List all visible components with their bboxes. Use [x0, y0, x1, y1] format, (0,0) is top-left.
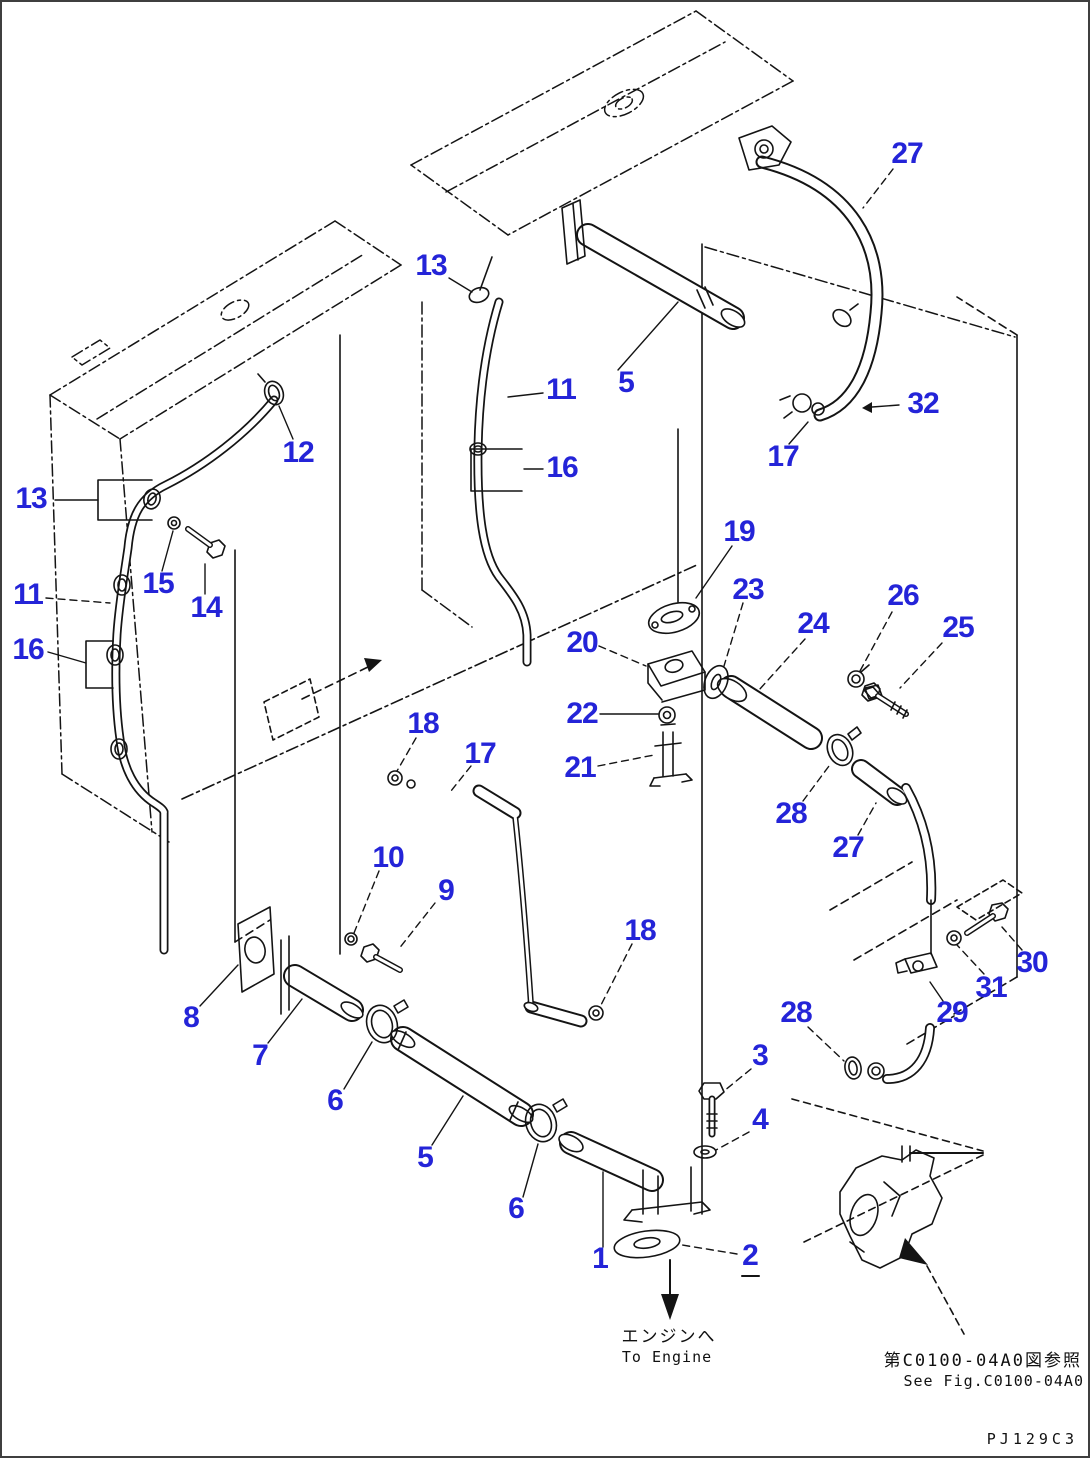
part-callout-16: 16: [546, 451, 578, 484]
elbow-pipe-assembly: [613, 1166, 711, 1320]
part-callout-20: 20: [566, 626, 598, 659]
part-callout-3: 3: [752, 1039, 769, 1072]
part-callout-24: 24: [797, 607, 829, 640]
rear-radiator-outline: [49, 220, 402, 843]
part-callout-14: 14: [190, 591, 222, 624]
part-callout-15: 15: [142, 567, 174, 600]
part-callout-23: 23: [732, 573, 764, 606]
part-callout-25: 25: [942, 611, 974, 644]
leader-lines: [45, 168, 1023, 1277]
core-panel-edges: [181, 243, 1023, 1215]
part-callout-31: 31: [975, 971, 1007, 1004]
part-callout-27: 27: [891, 137, 923, 170]
part-callout-32: 32: [907, 387, 939, 420]
part-callout-13: 13: [15, 482, 47, 515]
part-callout-12: 12: [282, 436, 314, 469]
tube-end-caps: [340, 286, 908, 1153]
part-callout-16: 16: [12, 633, 44, 666]
part-callout-6: 6: [508, 1192, 525, 1225]
part-callout-30: 30: [1016, 946, 1048, 979]
part-callout-28: 28: [780, 996, 812, 1029]
part-callout-6: 6: [327, 1084, 344, 1117]
part-callout-21: 21: [564, 751, 596, 784]
part-callout-17: 17: [767, 440, 799, 473]
engine-housing: [791, 1098, 984, 1335]
part-callout-13: 13: [415, 249, 447, 282]
fasteners: [167, 393, 1009, 1159]
part-callout-11: 11: [546, 373, 577, 406]
part-callout-2: 2: [742, 1239, 759, 1272]
part-callout-18: 18: [624, 914, 656, 947]
part-callout-7: 7: [252, 1039, 269, 1072]
see-fig-label-en: See Fig.C0100-04A0: [903, 1372, 1084, 1390]
part-callout-29: 29: [936, 996, 968, 1029]
part-callout-8: 8: [183, 1001, 200, 1034]
part-callout-17: 17: [464, 737, 496, 770]
part-callout-5: 5: [618, 366, 635, 399]
part-callout-5: 5: [417, 1141, 434, 1174]
part-callout-22: 22: [566, 697, 598, 730]
part-callout-11: 11: [13, 578, 44, 611]
part-callout-19: 19: [723, 515, 755, 548]
drawing-code: PJ129C3: [986, 1430, 1078, 1448]
part-callout-18: 18: [407, 707, 439, 740]
part-callout-26: 26: [887, 579, 919, 612]
part-callout-1: 1: [592, 1242, 609, 1275]
see-fig-label-jp: 第C0100-04A0図参照: [883, 1351, 1082, 1371]
part-callout-4: 4: [752, 1103, 769, 1136]
part-callout-10: 10: [372, 841, 404, 874]
outlet-fitting-parts: [647, 428, 883, 787]
part-callout-28: 28: [775, 797, 807, 830]
hoses-white-core: [113, 157, 935, 1190]
to-engine-label-jp: エンジンへ: [621, 1327, 717, 1347]
fan-shroud-outline: [410, 10, 1016, 628]
hose-clamps: [106, 256, 938, 1143]
part-callout-9: 9: [438, 874, 455, 907]
part-callout-27: 27: [832, 831, 864, 864]
to-engine-label-en: To Engine: [621, 1348, 713, 1366]
